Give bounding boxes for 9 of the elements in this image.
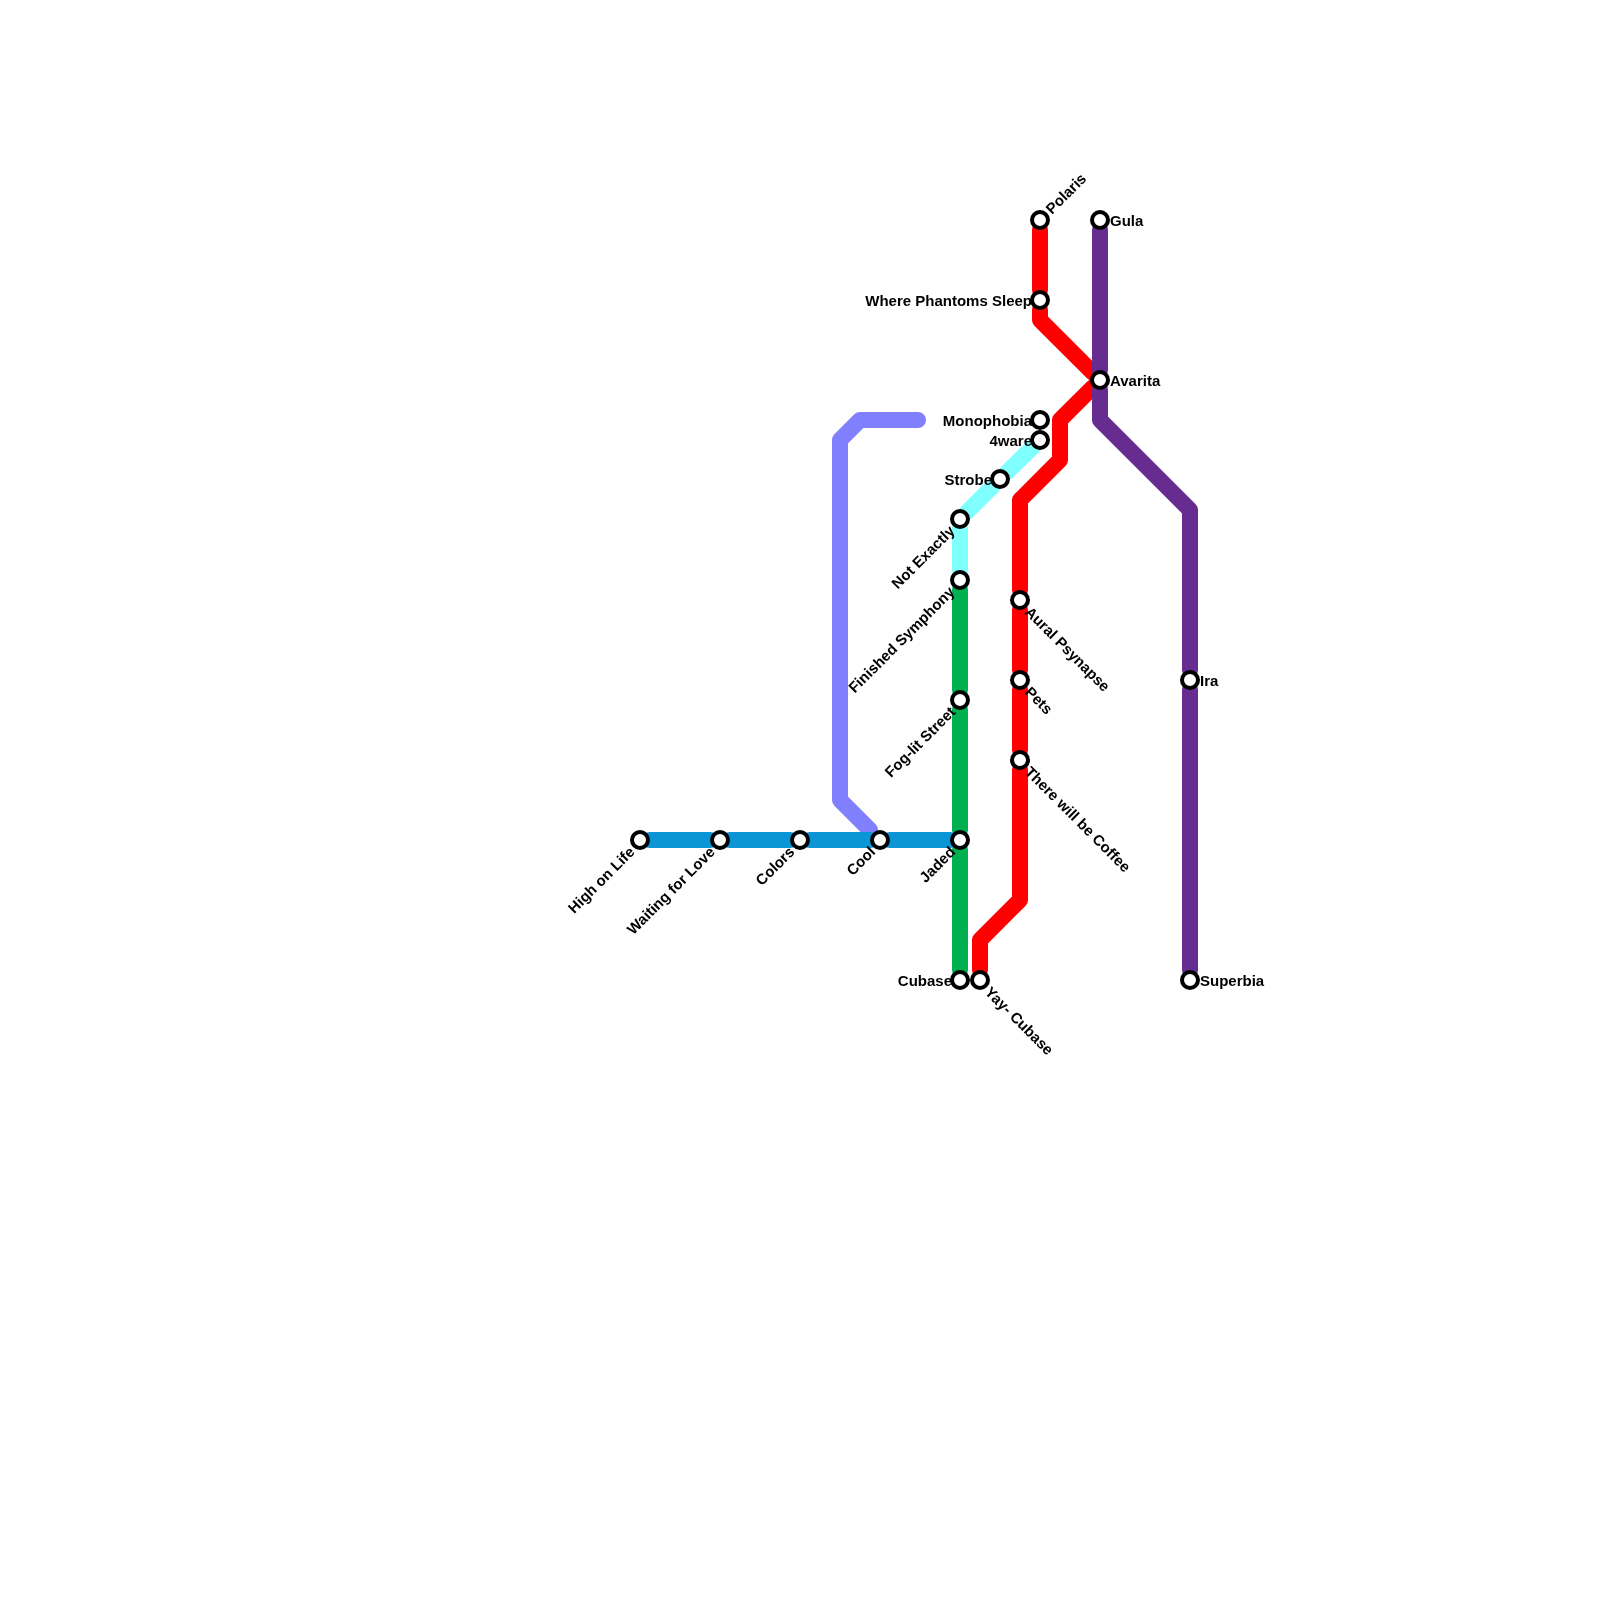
station-name: Strobe [944, 470, 992, 488]
station-name: Avarita [1110, 371, 1161, 389]
metro-line [999, 439, 1041, 480]
station-name: 4ware [989, 431, 1032, 449]
station-name: Where Phantoms Sleep [865, 291, 1032, 309]
station-name: Superbia [1200, 971, 1265, 989]
station-name: Cubase [897, 971, 952, 989]
station-name: Ira [1200, 671, 1219, 689]
station-name: Gula [1110, 211, 1144, 229]
